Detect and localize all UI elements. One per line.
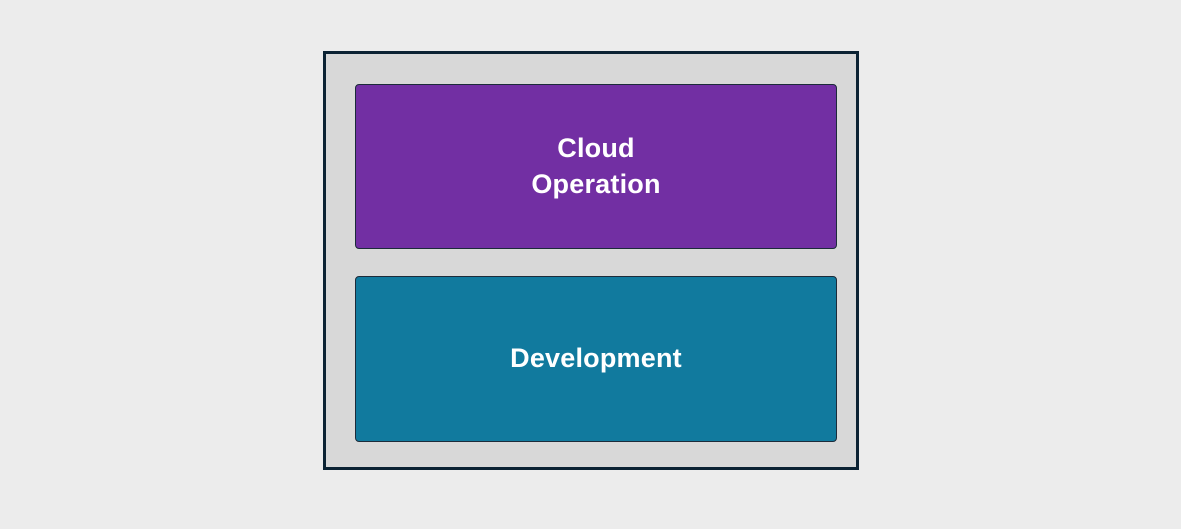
- block-development[interactable]: Development: [355, 276, 837, 442]
- block-development-label: Development: [510, 343, 682, 374]
- block-cloud-operation[interactable]: Cloud Operation: [355, 84, 837, 249]
- grouping-container: Cloud Operation Development: [323, 51, 859, 470]
- block-cloud-operation-label: Cloud Operation: [531, 133, 661, 199]
